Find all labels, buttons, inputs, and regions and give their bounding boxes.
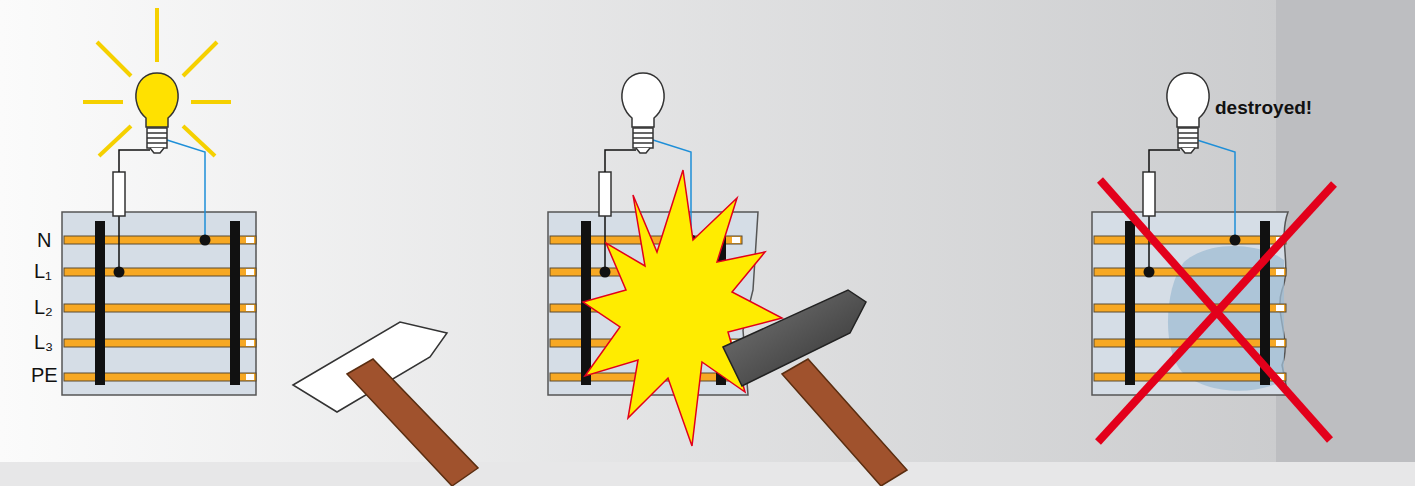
lit-lamp <box>83 8 231 156</box>
label-holder: L₂ <box>34 296 53 319</box>
lamp <box>622 73 664 153</box>
busbar-label: L₂ <box>34 296 53 318</box>
busbar-label: PE <box>31 364 58 386</box>
status-note: destroyed! <box>1215 97 1312 118</box>
cross-mark <box>1098 180 1334 442</box>
explosion <box>583 170 782 446</box>
busbar-panel <box>62 140 256 395</box>
busbar-label: L₁ <box>34 260 52 282</box>
label-holder: L₁ <box>34 260 52 283</box>
busbar-label: N <box>37 229 51 251</box>
busbar-label: L₃ <box>34 331 53 353</box>
lamp <box>1167 73 1209 153</box>
label-holder: destroyed! <box>1215 97 1312 119</box>
label-holder: L₃ <box>34 331 53 354</box>
hammer <box>723 290 907 486</box>
hammer <box>293 322 478 486</box>
label-holder: N <box>37 229 51 252</box>
label-holder: PE <box>31 364 58 387</box>
